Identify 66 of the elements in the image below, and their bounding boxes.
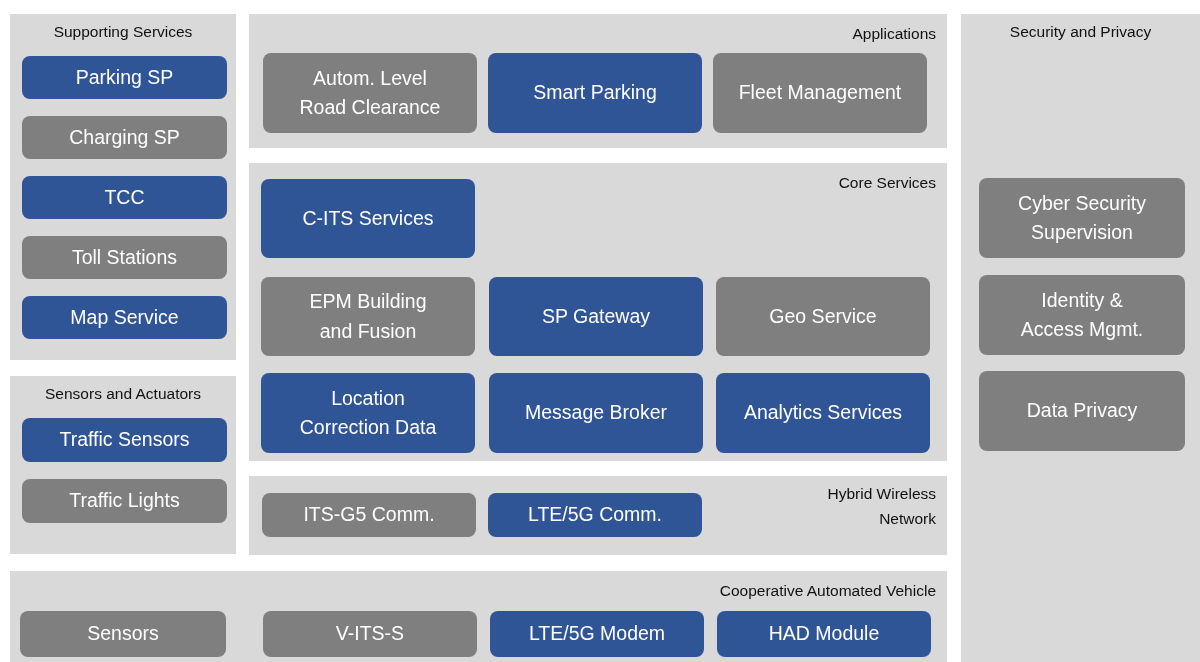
component-box bbox=[717, 611, 931, 657]
component-box bbox=[713, 53, 927, 133]
component-label: Autom. Level Road Clearance bbox=[298, 65, 442, 120]
layer-panel bbox=[249, 14, 947, 148]
component-label: ITS-G5 Comm. bbox=[303, 502, 435, 528]
component-label: LTE/5G Comm. bbox=[528, 502, 662, 528]
component-box bbox=[261, 373, 475, 453]
component-label: Fleet Management bbox=[738, 80, 902, 106]
layer-heading: Cooperative Automated Vehicle bbox=[719, 581, 936, 601]
component-box bbox=[488, 493, 702, 537]
component-label: TCC bbox=[104, 184, 145, 210]
layer-heading: Applications bbox=[852, 24, 936, 44]
component-box bbox=[261, 179, 475, 258]
component-box bbox=[22, 418, 227, 462]
layer-heading: Security and Privacy bbox=[1008, 22, 1153, 42]
component-box bbox=[263, 611, 477, 657]
component-box bbox=[263, 53, 477, 133]
component-box bbox=[22, 176, 227, 219]
component-label: Identity & Access Mgmt. bbox=[1019, 287, 1145, 342]
layer-heading: Supporting Services bbox=[52, 22, 194, 42]
component-box bbox=[22, 479, 227, 523]
layer-heading: Hybrid Wireless Network bbox=[826, 484, 936, 529]
component-label: Geo Service bbox=[769, 303, 877, 329]
layer-panel bbox=[249, 476, 947, 555]
component-label: Traffic Lights bbox=[69, 488, 180, 514]
component-box bbox=[262, 493, 476, 537]
component-box bbox=[489, 373, 703, 453]
component-box bbox=[979, 275, 1185, 355]
layer-panel bbox=[10, 14, 236, 360]
component-label: Parking SP bbox=[75, 64, 174, 90]
component-box bbox=[716, 277, 930, 356]
component-box bbox=[22, 296, 227, 339]
layer-heading: Core Services bbox=[838, 173, 936, 193]
component-box bbox=[261, 277, 475, 356]
component-label: Analytics Services bbox=[743, 400, 903, 426]
component-box bbox=[22, 56, 227, 99]
component-label: V-ITS-S bbox=[335, 621, 405, 647]
component-label: HAD Module bbox=[768, 621, 880, 647]
component-label: Location Correction Data bbox=[298, 385, 438, 440]
component-label: Charging SP bbox=[69, 124, 180, 150]
component-label: Smart Parking bbox=[533, 80, 657, 106]
component-box bbox=[716, 373, 930, 453]
component-box bbox=[22, 116, 227, 159]
component-box bbox=[979, 371, 1185, 451]
component-label: SP Gateway bbox=[542, 303, 650, 329]
component-label: Map Service bbox=[70, 304, 179, 330]
component-label: Sensors bbox=[87, 621, 159, 647]
component-box bbox=[979, 178, 1185, 258]
layer-heading: Sensors and Actuators bbox=[44, 384, 202, 404]
component-box bbox=[20, 611, 226, 657]
component-label: Toll Stations bbox=[71, 244, 178, 270]
layer-panel bbox=[961, 14, 1200, 662]
component-label: Data Privacy bbox=[1026, 398, 1138, 424]
layer-panel bbox=[249, 163, 947, 461]
component-box bbox=[489, 277, 703, 356]
component-label: EPM Building and Fusion bbox=[308, 289, 428, 344]
component-box bbox=[22, 236, 227, 279]
component-label: Message Broker bbox=[525, 400, 667, 426]
layer-panel bbox=[10, 376, 236, 554]
component-box bbox=[488, 53, 702, 133]
layer-panel bbox=[10, 571, 947, 662]
component-label: Cyber Security Supervision bbox=[1017, 190, 1147, 245]
component-label: LTE/5G Modem bbox=[528, 621, 666, 647]
component-label: C-ITS Services bbox=[302, 205, 434, 231]
component-label: Traffic Sensors bbox=[59, 427, 190, 453]
component-box bbox=[490, 611, 704, 657]
